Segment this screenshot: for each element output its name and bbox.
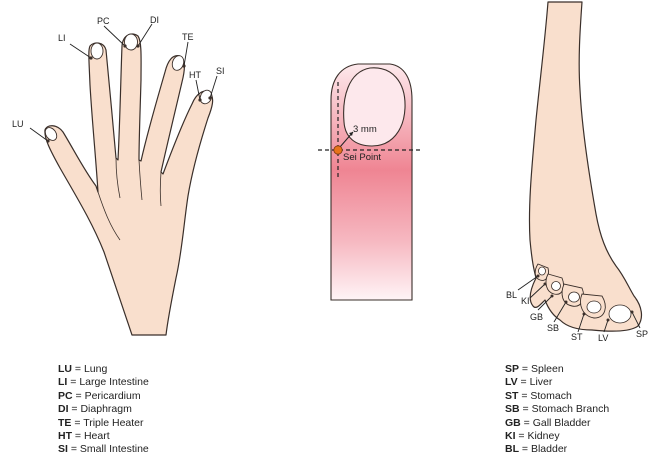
foot-label-sp: SP xyxy=(636,329,648,339)
foot-label-ki: KI xyxy=(521,296,530,306)
foot-label-st: ST xyxy=(571,332,583,342)
sei-point-label: Sei Point xyxy=(343,152,381,163)
legend-row: GB = Gall Bladder xyxy=(505,417,609,430)
legend-row: SB = Stomach Branch xyxy=(505,403,609,416)
legend-row: HT = Heart xyxy=(58,430,149,443)
hand-label-te: TE xyxy=(182,32,194,42)
hand-label-si: SI xyxy=(216,66,225,76)
hand-label-li: LI xyxy=(58,33,66,43)
legend-row: DI = Diaphragm xyxy=(58,403,149,416)
foot-legend: SP = Spleen LV = Liver ST = Stomach SB =… xyxy=(505,363,609,457)
hand-illustration: LU LI PC DI TE HT SI xyxy=(12,15,225,335)
legend-row: LI = Large Intestine xyxy=(58,376,149,389)
legend-row: LV = Liver xyxy=(505,376,609,389)
sei-point-marker xyxy=(334,146,342,154)
hand-legend: LU = Lung LI = Large Intestine PC = Peri… xyxy=(58,363,149,457)
legend-row: ST = Stomach xyxy=(505,390,609,403)
legend-row: BL = Bladder xyxy=(505,443,609,456)
foot-illustration: BL KI GB SB ST LV SP xyxy=(506,2,648,343)
legend-row: KI = Kidney xyxy=(505,430,609,443)
distance-label: 3 mm xyxy=(353,124,377,135)
legend-row: PC = Pericardium xyxy=(58,390,149,403)
hand-label-di: DI xyxy=(150,15,159,25)
legend-row: SP = Spleen xyxy=(505,363,609,376)
finger-illustration: 3 mm Sei Point xyxy=(318,64,420,300)
legend-row: SI = Small Intestine xyxy=(58,443,149,456)
foot-label-sb: SB xyxy=(547,323,559,333)
legend-row: LU = Lung xyxy=(58,363,149,376)
legend-row: TE = Triple Heater xyxy=(58,417,149,430)
foot-label-lv: LV xyxy=(598,333,608,343)
hand-label-pc: PC xyxy=(97,16,110,26)
hand-label-ht: HT xyxy=(189,70,201,80)
foot-label-bl: BL xyxy=(506,290,517,300)
foot-label-gb: GB xyxy=(530,312,543,322)
hand-label-lu: LU xyxy=(12,119,24,129)
